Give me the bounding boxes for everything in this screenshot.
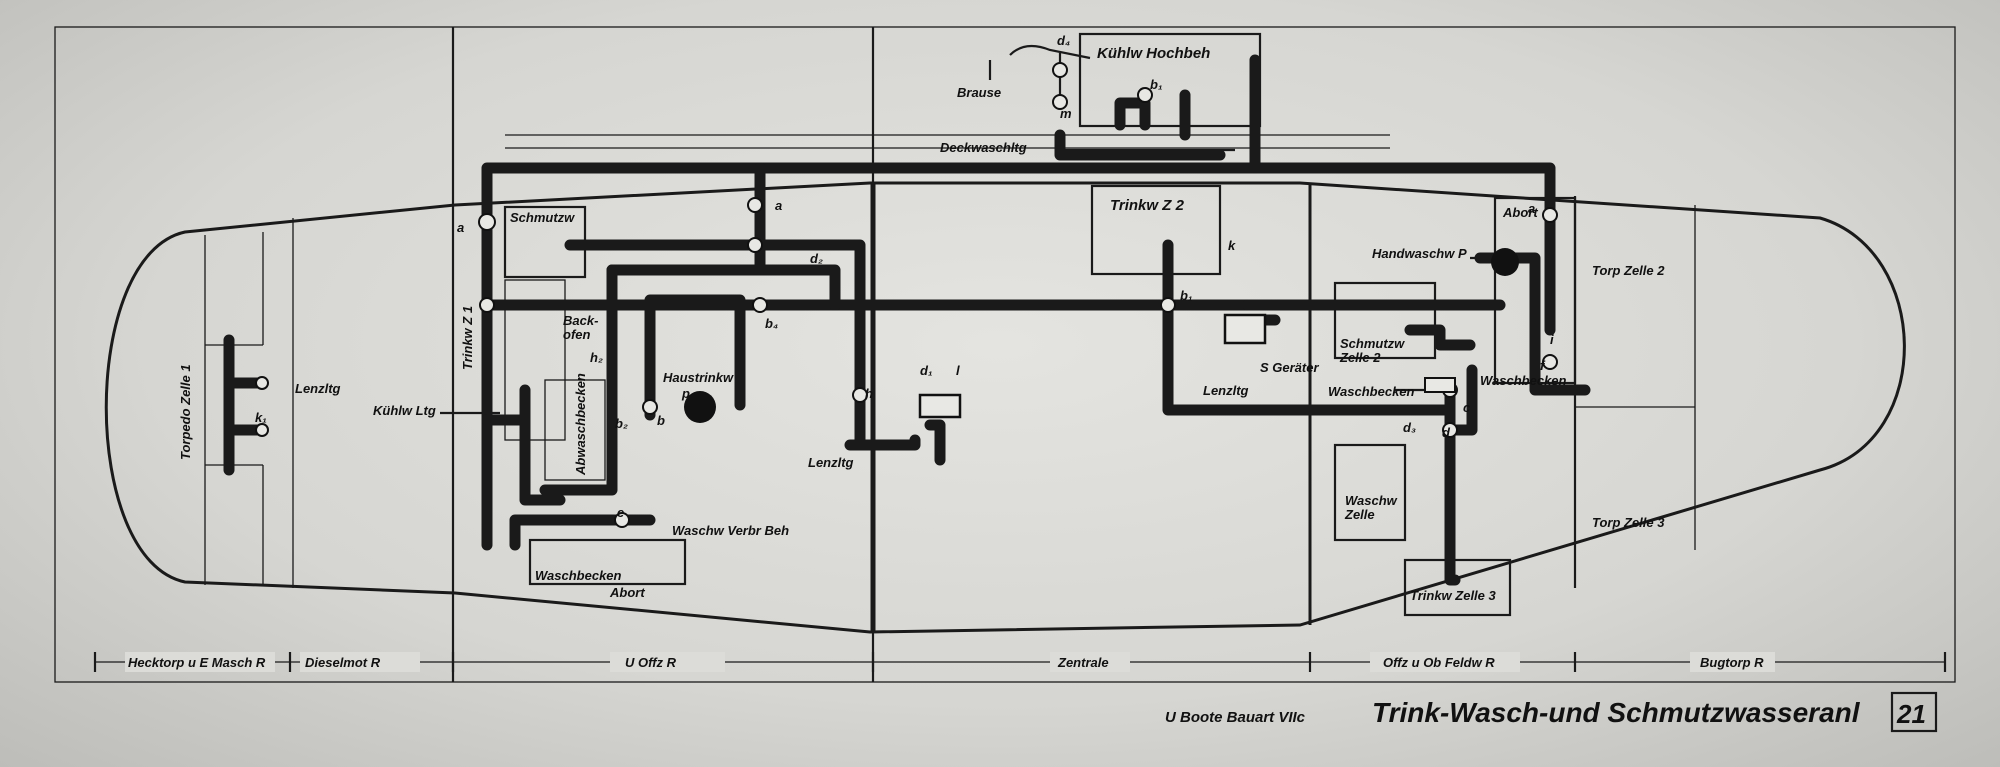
label-backofen: Back-ofen [563, 313, 598, 342]
mark-d: d [1442, 425, 1451, 440]
plate-title: Trink-Wasch-und Schmutzwasseranl [1372, 697, 1861, 728]
mark-a-fwd: a [1528, 201, 1535, 216]
label-deckwaschltg: Deckwaschltg [940, 140, 1027, 155]
mark-m: m [1060, 106, 1072, 121]
mark-e: e [617, 505, 624, 520]
compartment-label: Zentrale [1057, 655, 1109, 670]
label-s-geraeter: S Geräter [1260, 360, 1319, 375]
plate-number: 21 [1896, 699, 1926, 729]
mark-a-aft: a [457, 220, 464, 235]
label-trinkw-z2: Trinkw Z 2 [1110, 197, 1185, 214]
label-schmutzw: Schmutzw [510, 210, 575, 225]
subtitle: U Boote Bauart VIIc [1165, 709, 1306, 726]
label-haustrinkw: Haustrinkw [663, 370, 734, 385]
mark-l: l [956, 363, 960, 378]
compartment-label: U Offz R [625, 655, 677, 670]
hull-outline [104, 181, 1906, 634]
mark-b: b [657, 413, 665, 428]
bulkheads [204, 27, 1696, 682]
label-kuehlw-hochbeh: Kühlw Hochbeh [1097, 45, 1210, 62]
label-kuehlw-ltg: Kühlw Ltg [373, 403, 436, 418]
mark-h: h [865, 386, 873, 401]
label-abort-fwd: Abort [1502, 205, 1538, 220]
label-waschbecken-mid: Waschbecken [1328, 384, 1415, 399]
label-trinkw-zelle3: Trinkw Zelle 3 [1410, 588, 1497, 603]
compartment-boxes [503, 184, 1577, 617]
mark-f: f [1540, 358, 1546, 373]
label-waschbecken-fwd: Waschbecken [1480, 373, 1567, 388]
label-abort-aft: Abort [609, 585, 645, 600]
mark-d1: d₁ [920, 363, 933, 378]
mark-k: k [1228, 238, 1236, 253]
mark-p: p [681, 386, 690, 401]
label-torp-zelle3: Torp Zelle 3 [1592, 515, 1665, 530]
label-waschw-verbr-beh: Waschw Verbr Beh [672, 523, 789, 538]
mark-c: c [1463, 400, 1471, 415]
pumps [684, 248, 1519, 423]
mark-i: i [1550, 332, 1554, 347]
mark-h2: h₂ [590, 350, 603, 365]
mark-d3: d₃ [1403, 420, 1416, 435]
mark-a-mid: a [775, 198, 782, 213]
label-handwaschw-p: Handwaschw P [1372, 246, 1467, 261]
mark-b-fwd: b₁ [1150, 77, 1163, 92]
label-lenzltg-zentrale: Lenzltg [1203, 383, 1249, 398]
valve-marks: a a a b b₁ b₂ b₄ b₁ c d d₁ d₂ d₃ d₄ e f … [255, 33, 1554, 520]
label-brause: Brause [957, 85, 1001, 100]
mark-b1: b₁ [1180, 288, 1193, 303]
compartment-label: Offz u Ob Feldw R [1383, 655, 1495, 670]
mark-d4: d₄ [1057, 33, 1070, 48]
labels: Kühlw Hochbeh Brause Deckwaschltg Schmut… [178, 45, 1665, 603]
mark-b4: b₄ [765, 316, 778, 331]
label-lenzltg-aft: Lenzltg [295, 381, 341, 396]
label-abwaschbecken: Abwaschbecken [573, 373, 588, 476]
label-waschbecken-aft: Waschbecken [535, 568, 622, 583]
compartment-scale: Hecktorp u E Masch R Dieselmot R U Offz … [93, 652, 1947, 672]
compartment-label: Dieselmot R [305, 655, 381, 670]
valves [255, 62, 1558, 528]
plate-number-box [1890, 691, 1938, 733]
compartment-label: Hecktorp u E Masch R [128, 655, 266, 670]
pipework [223, 54, 1591, 586]
label-torpedo-zelle1: Torpedo Zelle 1 [178, 364, 193, 460]
mark-k1: k₁ [255, 410, 267, 425]
mark-d2: d₂ [810, 251, 823, 266]
label-torp-zelle2: Torp Zelle 2 [1592, 263, 1665, 278]
label-lenzltg-mid: Lenzltg [808, 455, 854, 470]
label-trinkw-z1: Trinkw Z 1 [460, 306, 475, 370]
compartment-label: Bugtorp R [1700, 655, 1764, 670]
plate-border [54, 26, 1956, 683]
mark-b2: b₂ [615, 416, 628, 431]
